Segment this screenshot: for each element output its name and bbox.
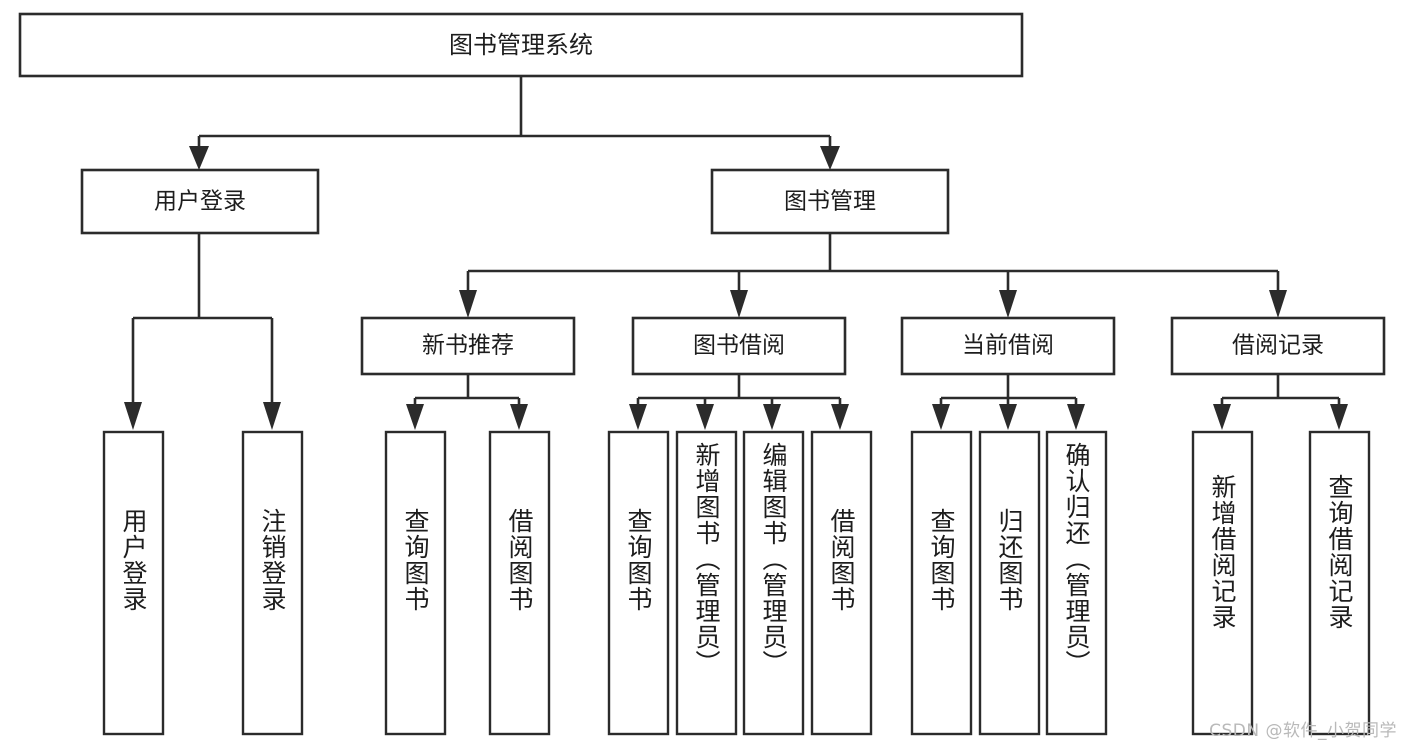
connector-group-book-manage (459, 233, 1287, 318)
node-leaf-query-book-c-rect[interactable] (910, 430, 973, 736)
connector-group-current-borrow (932, 374, 1085, 430)
connector-group-user-login (124, 233, 281, 430)
connector-group-new-book-rec (406, 374, 528, 430)
node-leaf-logout-rect[interactable] (241, 430, 304, 736)
node-book-manage-label: 图书管理 (784, 189, 876, 215)
node-leaf-return-book-rect[interactable] (978, 430, 1041, 736)
node-book-manage[interactable]: 图书管理 (710, 168, 950, 235)
arrow-head-leaf-borrow-book-b (831, 404, 849, 430)
node-new-book-rec[interactable]: 新书推荐 (360, 316, 576, 376)
node-current-borrow-rect[interactable] (900, 316, 1116, 376)
arrow-head-leaf-query-record (1330, 404, 1348, 430)
arrow-head-user-login (189, 146, 209, 170)
leaf-boxes (102, 430, 1371, 736)
node-leaf-borrow-book-b-rect[interactable] (810, 430, 873, 736)
node-leaf-query-book-rec-rect[interactable] (384, 430, 447, 736)
node-leaf-query-book-b-rect[interactable] (607, 430, 670, 736)
node-book-manage-rect[interactable] (710, 168, 950, 235)
arrow-head-new-book-rec (459, 290, 477, 318)
node-leaf-edit-book-rect[interactable] (742, 430, 805, 736)
node-root[interactable]: 图书管理系统 (18, 12, 1024, 78)
node-borrow-record-label: 借阅记录 (1232, 333, 1324, 359)
node-leaf-add-record-rect[interactable] (1191, 430, 1254, 736)
arrow-head-leaf-logout (263, 402, 281, 430)
arrow-head-borrow-record (1269, 290, 1287, 318)
node-book-borrow[interactable]: 图书借阅 (631, 316, 847, 376)
node-current-borrow[interactable]: 当前借阅 (900, 316, 1116, 376)
node-current-borrow-label: 当前借阅 (962, 333, 1054, 359)
connector-group-root (189, 76, 840, 170)
arrow-head-leaf-user-login (124, 402, 142, 430)
node-book-borrow-label: 图书借阅 (693, 333, 785, 359)
arrow-head-leaf-query-book-rec (406, 404, 424, 430)
arrow-head-leaf-add-record (1213, 404, 1231, 430)
node-root-rect[interactable] (18, 12, 1024, 78)
node-borrow-record-rect[interactable] (1170, 316, 1386, 376)
node-book-borrow-rect[interactable] (631, 316, 847, 376)
node-leaf-query-record-rect[interactable] (1308, 430, 1371, 736)
node-leaf-add-book-rect[interactable] (675, 430, 738, 736)
arrow-head-leaf-edit-book (763, 404, 781, 430)
arrow-head-leaf-borrow-book-rec (510, 404, 528, 430)
arrow-head-leaf-confirm-return (1067, 404, 1085, 430)
node-leaf-borrow-book-rec-rect[interactable] (488, 430, 551, 736)
node-borrow-record[interactable]: 借阅记录 (1170, 316, 1386, 376)
arrow-head-book-borrow (730, 290, 748, 318)
arrow-head-leaf-query-book-c (932, 404, 950, 430)
arrow-head-current-borrow (999, 290, 1017, 318)
node-leaf-user-login-rect[interactable] (102, 430, 165, 736)
node-user-login-rect[interactable] (80, 168, 320, 235)
node-user-login[interactable]: 用户登录 (80, 168, 320, 235)
connector-group-book-borrow (629, 374, 849, 430)
node-new-book-rec-rect[interactable] (360, 316, 576, 376)
node-new-book-rec-label: 新书推荐 (422, 333, 514, 359)
node-root-label: 图书管理系统 (449, 31, 593, 59)
connector-group-borrow-record (1213, 374, 1348, 430)
arrow-head-book-manage (820, 146, 840, 170)
arrow-head-leaf-query-book-b (629, 404, 647, 430)
arrow-head-leaf-return-book (999, 404, 1017, 430)
node-leaf-confirm-return-rect[interactable] (1045, 430, 1108, 736)
node-user-login-label: 用户登录 (154, 189, 246, 215)
arrow-head-leaf-add-book (696, 404, 714, 430)
